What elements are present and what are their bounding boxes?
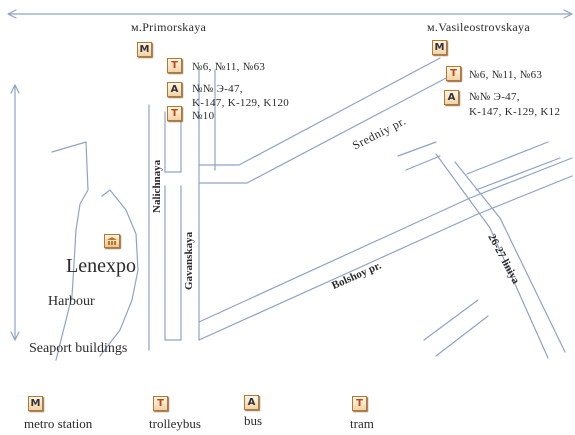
legend-bus-label: bus (244, 413, 263, 428)
legend-tram-icon: T (352, 396, 367, 411)
side-street-2 (405, 155, 441, 171)
liniya-street-east (454, 161, 566, 353)
lenexpo-label: Lenexpo (66, 255, 136, 277)
sredniy-prospect-south (198, 75, 451, 184)
side-street-1 (397, 141, 437, 157)
arrow-right-icon (563, 9, 573, 19)
primorskaya-tram-icon: T (167, 106, 182, 121)
exhibition-building-icon (104, 234, 120, 248)
arrow-up-icon (10, 84, 20, 94)
side-street-5 (423, 299, 479, 341)
gavanskaya-label: Gavanskaya (183, 231, 195, 290)
arrow-left-icon (7, 9, 17, 19)
harbour-label: Harbour (48, 294, 95, 309)
legend-metro-icon: M (28, 396, 43, 411)
side-street-3 (466, 141, 549, 175)
side-street-6 (435, 315, 489, 357)
vasileostrovskaya-trolleybus-icon: T (446, 66, 461, 81)
primorskaya-tram-routes: №10 (192, 110, 215, 122)
nalichnaya-label: Nalichnaya (151, 159, 163, 213)
liniya-street-west (435, 153, 549, 359)
vasileostrovskaya-bus-routes-line2: K-147, K-129, K12 (469, 106, 561, 118)
nalichnaya-street-east (164, 111, 182, 173)
bolshoy-prospect-south (198, 175, 573, 341)
bolshoy-prospect-north (198, 157, 573, 323)
primorskaya-bus-routes-line1: №№ Э-47, (192, 83, 243, 95)
primorskaya-station-name: м.Primorskaya (131, 20, 207, 34)
vasileostrovskaya-bus-icon: A (444, 90, 459, 105)
primorskaya-metro-icon: M (137, 42, 152, 57)
legend-metro-label: metro station (24, 416, 93, 431)
vasileostrovskaya-bus-routes-line1: №№ Э-47, (469, 91, 520, 103)
nalichnaya-street-lower (164, 185, 182, 341)
legend-bus-icon: A (244, 395, 259, 410)
primorskaya-trolleybus-routes: №6, №11, №63 (192, 61, 266, 73)
vasileostrovskaya-trolleybus-routes: №6, №11, №63 (469, 69, 543, 81)
sredniy-prospect-north (198, 57, 441, 166)
primorskaya-bus-icon: A (167, 82, 182, 97)
primorskaya-bus-routes-line2: K-147, K-129, K120 (192, 97, 290, 109)
seaport-buildings-label: Seaport buildings (29, 341, 128, 356)
harbour-shoreline (51, 141, 89, 361)
legend-trolleybus-icon: T (153, 396, 168, 411)
vasileostrovskaya-metro-icon: M (432, 40, 447, 55)
legend-tram-label: tram (350, 416, 374, 431)
vasileostrovskaya-station-name: м.Vasileostrovskaya (427, 20, 530, 34)
harbour-pier (99, 189, 139, 357)
primorskaya-trolleybus-icon: T (167, 58, 182, 73)
legend-trolleybus-label: trolleybus (149, 416, 201, 431)
arrow-down-icon (10, 331, 20, 341)
side-street-4 (475, 157, 561, 191)
